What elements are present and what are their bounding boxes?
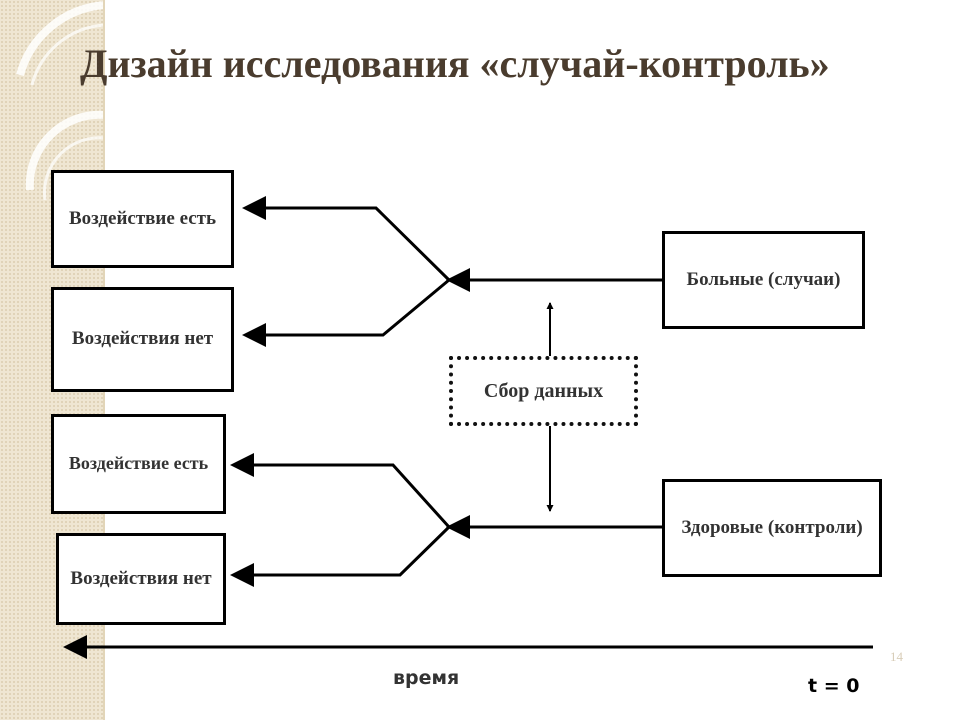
page-number: 14	[890, 649, 903, 664]
exposure-no-label-2: Воздействия нет	[70, 567, 212, 589]
junction-to-exposure-no-2-arrow	[230, 525, 451, 587]
exposure-no-box-1: Воздействия нет	[51, 287, 234, 392]
time-axis-label: время	[393, 667, 460, 689]
junction-to-exposure-no-1-arrow	[242, 278, 450, 347]
exposure-yes-box-1: Воздействие есть	[51, 170, 234, 268]
exposure-yes-label-2: Воздействие есть	[68, 453, 209, 474]
sidebar-rings-decoration	[16, 1, 105, 201]
data-collection-label: Сбор данных	[483, 380, 604, 402]
controls-box: Здоровые (контроли)	[662, 479, 882, 577]
controls-label: Здоровые (контроли)	[681, 516, 863, 538]
exposure-no-label-1: Воздействия нет	[71, 328, 214, 350]
cases-box: Больные (случаи)	[662, 231, 865, 329]
exposure-no-box-2: Воздействия нет	[56, 533, 226, 625]
data-collection-box: Сбор данных	[449, 356, 638, 426]
cases-label: Больные (случаи)	[686, 268, 841, 290]
junction-to-exposure-yes-2-arrow	[230, 453, 451, 529]
junction-to-exposure-yes-1-arrow	[242, 196, 451, 282]
exposure-yes-label-1: Воздействие есть	[68, 207, 217, 229]
t-zero-label: t = 0	[808, 675, 860, 697]
exposure-yes-box-2: Воздействие есть	[51, 414, 226, 514]
slide-title: Дизайн исследования «случай-контроль»	[80, 41, 830, 86]
